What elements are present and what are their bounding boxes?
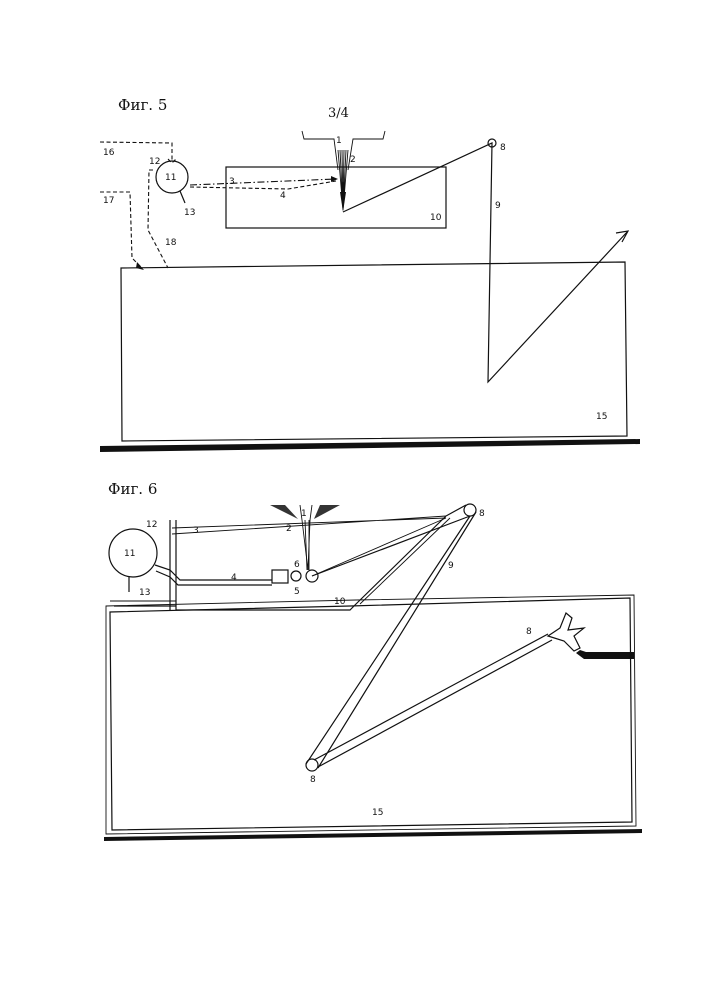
fig6-label-15: 15 [372,808,383,818]
fig6-label-8-bottom: 8 [310,775,316,785]
fig5-label-2: 2 [350,155,356,165]
fig6-label-3: 3 [193,526,199,536]
fig6-label-4: 4 [231,573,237,583]
page-number: 3/4 [328,106,349,121]
fig5-label-17: 17 [103,196,114,206]
fig6-pipe-coupler [272,570,288,583]
fig5-label-9: 9 [495,201,501,211]
fig5-label-11: 11 [165,173,176,183]
fig6-pipe-4 [155,565,272,585]
fig6-caption: Фиг. 6 [108,480,157,498]
fig5-label-8: 8 [500,143,506,153]
fig5-label-4: 4 [280,191,286,201]
fig6-label-10: 10 [334,597,346,607]
fig6-label-9: 9 [448,561,454,571]
fig5-line-17-arrow [136,262,144,270]
fig5-jet-tip [340,192,346,212]
fig6-label-5: 5 [294,587,300,597]
fig6-label-8-top: 8 [479,509,485,519]
fig5-label-18: 18 [165,238,177,248]
fig6-label-11: 11 [124,549,135,559]
fig5-label-3: 3 [229,177,235,187]
fig5-label-12: 12 [149,157,160,167]
fig6-nozzle-left [270,505,298,519]
fig6-ramp-10 [176,516,446,610]
fig5-chamber-10 [226,167,446,228]
fig6-rope-9 [306,505,552,768]
figure-5: Фиг. 5 3/4 1 2 10 3 4 11 12 13 16 17 18 [100,96,640,452]
fig5-caption: Фиг. 5 [118,96,167,114]
fig6-nozzle-right [314,505,340,519]
fig6-label-13: 13 [139,588,150,598]
fig5-label-13: 13 [184,208,195,218]
fig6-ground [104,829,642,841]
fig6-handle-bar [576,650,634,659]
fig6-label-1: 1 [301,509,307,519]
fig5-nozzle-left [302,131,338,170]
fig6-skier-8 [548,613,584,651]
fig6-label-6: 6 [294,560,300,570]
figure-6: Фиг. 6 1 2 3 12 11 13 4 6 5 10 8 [104,480,642,841]
fig5-drain-13 [180,191,185,203]
fig5-label-10: 10 [430,213,442,223]
fig6-roller-5 [291,571,301,581]
fig5-pool-15 [121,262,627,441]
fig5-label-16: 16 [103,148,115,158]
fig5-label-1: 1 [336,136,342,146]
fig5-label-15: 15 [596,412,607,422]
fig6-label-2: 2 [286,524,292,534]
fig6-label-8-skier: 8 [526,627,532,637]
fig6-label-12: 12 [146,520,157,530]
